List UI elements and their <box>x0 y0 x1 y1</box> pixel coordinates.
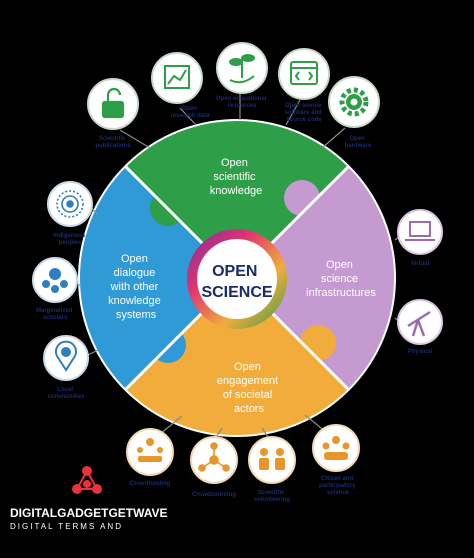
telescope-icon <box>407 310 431 337</box>
bubble-label: Citizen and participatory science <box>319 476 357 496</box>
network-people-icon <box>198 442 230 472</box>
hand-plant-icon <box>229 54 255 84</box>
bubble-label: Scientific publications <box>95 136 131 149</box>
pattern-circle-icon <box>56 190 84 218</box>
bubble-label: Crowdsourcing <box>192 492 236 498</box>
bubble-label: Open research data <box>170 106 210 119</box>
open-padlock-icon <box>101 87 125 119</box>
quadrant-dialogue-label: Open dialogue with other knowledge syste… <box>108 253 164 321</box>
bubble-research-data[interactable]: Open research data <box>151 52 210 119</box>
bubble-label: Crowdfunding <box>130 481 171 487</box>
code-window-icon <box>290 61 318 85</box>
bubble-label: Local communities <box>47 387 85 400</box>
center-badge: OPEN SCIENCE <box>187 229 287 329</box>
bubble-label: Open hardware <box>345 136 372 149</box>
bubble-label: Open educational resources <box>216 96 268 109</box>
bubble-local[interactable]: Local communities <box>43 335 89 400</box>
bubble-label: Open source software and source code <box>285 103 324 123</box>
puzzle-knob-right <box>284 180 320 216</box>
bubble-educational-resources[interactable]: Open educational resources <box>216 42 268 109</box>
bubble-physical[interactable]: Physical <box>397 299 443 355</box>
bubble-label: Indigenous peoples <box>53 233 87 246</box>
bubble-publications[interactable]: Scientific publications <box>87 78 139 149</box>
bubble-crowdfunding[interactable]: Crowdfunding <box>126 428 174 487</box>
quadrant-knowledge-label: Open scientific knowledge <box>210 157 263 197</box>
network-triangle-icon <box>72 466 102 494</box>
people-globe-icon <box>42 268 68 293</box>
bubble-marginalized[interactable]: Marginalized scholars <box>32 257 78 321</box>
crowd-coins-icon <box>137 438 163 462</box>
bubble-indigenous[interactable]: Indigenous peoples <box>47 181 93 246</box>
quadrant-engagement-label: Open engagement of societal actors <box>217 361 281 415</box>
bubble-label: Scientific volunteering <box>254 490 290 503</box>
center-title: OPEN SCIENCE <box>201 263 272 301</box>
watermark-brand: DIGITALGADGETGETWAVE <box>10 506 168 520</box>
raised-hands-icon <box>259 448 285 470</box>
bubble-participatory[interactable]: Citizen and participatory science <box>312 424 360 496</box>
bubble-label: Virtual <box>411 261 430 267</box>
bubble-virtual[interactable]: Virtual <box>397 209 443 267</box>
bubble-hardware[interactable]: Open hardware <box>328 76 380 149</box>
bubble-label: Physical <box>408 349 433 355</box>
bubble-software[interactable]: Open source software and source code <box>278 48 330 123</box>
group-people-icon <box>322 436 350 460</box>
bubble-crowdsourcing[interactable]: Crowdsourcing <box>190 436 238 498</box>
laptop-icon <box>405 221 435 241</box>
gear-icon <box>339 87 369 117</box>
quadrant-infrastructures-label: Open science infrastructures <box>306 259 376 299</box>
puzzle-knob-bottom <box>300 325 336 361</box>
bubble-label: Marginalized scholars <box>36 308 74 321</box>
bubble-volunteering[interactable]: Scientific volunteering <box>248 436 296 503</box>
location-person-icon <box>55 340 77 372</box>
watermark-logo: DIGITALGADGETGETWAVE DIGITAL TERMS AND <box>10 466 168 531</box>
watermark-tagline: DIGITAL TERMS AND <box>10 522 123 531</box>
data-chart-icon <box>164 65 190 89</box>
